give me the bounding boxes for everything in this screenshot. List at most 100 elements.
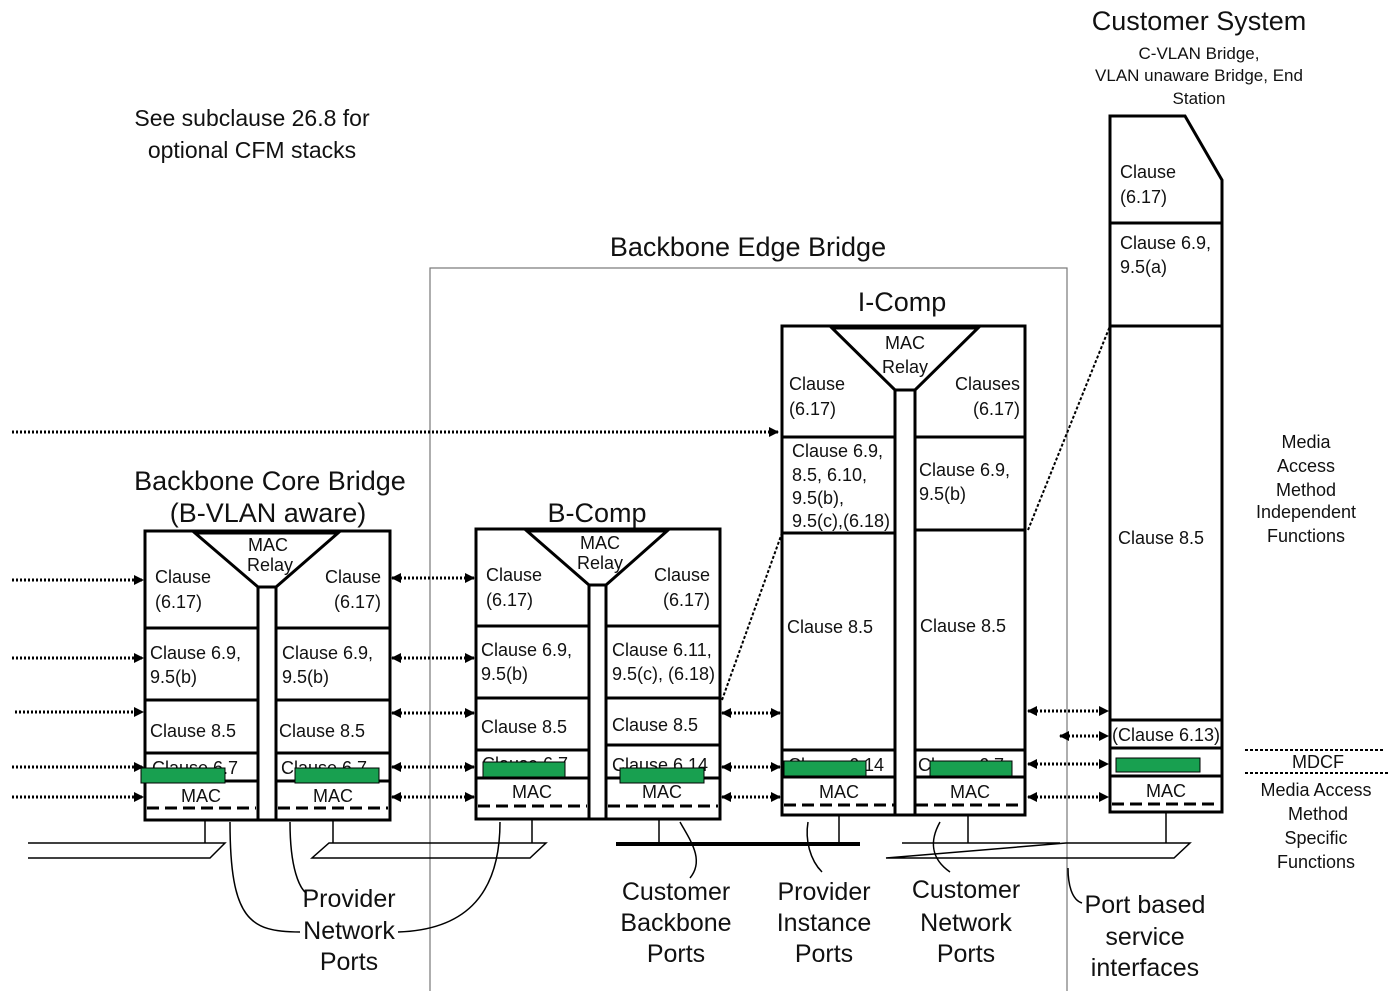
bcomp-left-clause-69-1: Clause 6.9, — [481, 640, 572, 660]
bcb-right-clause-617-1: Clause — [325, 567, 381, 587]
mams-line-3: Specific — [1284, 828, 1347, 848]
b-comp-stack: MAC Relay Clause (6.17) Clause 6.9, 9.5(… — [474, 527, 722, 843]
customer-system-title: Customer System — [1092, 6, 1307, 36]
customer-system-sub-2: VLAN unaware Bridge, End — [1095, 66, 1303, 85]
i-comp-stack: MAC Relay Clause (6.17) Clause 6.9, 8.5,… — [780, 324, 1027, 843]
bcomp-left-mac: MAC — [512, 782, 552, 802]
i-comp-title: I-Comp — [858, 287, 947, 317]
customer-backbone-ports-2: Backbone — [620, 909, 731, 937]
cs-clause-613: (Clause 6.13) — [1112, 725, 1220, 745]
bcb-left-clause-69-1: Clause 6.9, — [150, 643, 241, 663]
bcomp-left-shim — [482, 761, 566, 778]
bcomp-right-clause-85: Clause 8.5 — [612, 715, 698, 735]
customer-network-ports-3: Ports — [937, 940, 995, 968]
mams-line-1: Media Access — [1260, 780, 1371, 800]
bcb-right-clause-617-2: (6.17) — [334, 592, 381, 612]
port-based-service-1: Port based — [1085, 891, 1206, 919]
customer-system-sub-3: Station — [1173, 89, 1226, 108]
backbone-edge-bridge-title: Backbone Edge Bridge — [610, 232, 886, 262]
lan-segments — [28, 842, 1192, 859]
icomp-clause-long-3: 9.5(b), — [792, 488, 844, 508]
cs-clause-85: Clause 8.5 — [1118, 528, 1204, 548]
customer-network-ports-1: Customer — [912, 876, 1020, 904]
backbone-core-bridge-title-2: (B-VLAN aware) — [170, 498, 367, 528]
icomp-clause-long-4: 9.5(c),(6.18) — [792, 511, 890, 531]
mdcf-label: MDCF — [1292, 752, 1344, 772]
bcomp-right-clause-611-1: Clause 6.11, — [612, 640, 712, 660]
cs-clause-617-1: Clause — [1120, 162, 1176, 182]
icomp-mac-relay-1: MAC — [885, 333, 925, 353]
bcb-mac-relay-2: Relay — [247, 555, 293, 575]
bcomp-right-clause-617-1: Clause — [654, 565, 710, 585]
port-based-service-2: service — [1105, 923, 1184, 951]
icomp-left-clause-85: Clause 8.5 — [787, 617, 873, 637]
mami-line-4: Independent — [1256, 502, 1356, 522]
mami-line-1: Media — [1281, 432, 1331, 452]
icomp-right-clauses-617-2: (6.17) — [973, 399, 1020, 419]
port-labels: Provider Network Ports Customer Backbone… — [302, 876, 1205, 982]
bcomp-right-clause-617-2: (6.17) — [663, 590, 710, 610]
cs-clause-617-2: (6.17) — [1120, 187, 1167, 207]
note-line-2: optional CFM stacks — [148, 137, 356, 163]
icomp-right-clauses-617-1: Clauses — [955, 374, 1020, 394]
customer-backbone-ports-3: Ports — [647, 940, 705, 968]
mami-line-3: Method — [1276, 480, 1336, 500]
mams-line-2: Method — [1288, 804, 1348, 824]
bcb-right-shim — [294, 767, 380, 784]
bcb-left-clause-617-1: Clause — [155, 567, 211, 587]
icomp-left-mac: MAC — [819, 782, 859, 802]
bcb-right-mac: MAC — [313, 786, 353, 806]
icomp-right-clause-85: Clause 8.5 — [920, 616, 1006, 636]
icomp-clause-long-1: Clause 6.9, — [792, 441, 883, 461]
icomp-clause-long-2: 8.5, 6.10, — [792, 465, 867, 485]
customer-system-sub-1: C-VLAN Bridge, — [1139, 44, 1260, 63]
bcomp-right-mac: MAC — [642, 782, 682, 802]
bcb-left-clause-85: Clause 8.5 — [150, 721, 236, 741]
icomp-right-clause-69-2: 9.5(b) — [919, 484, 966, 504]
provider-instance-ports-3: Ports — [795, 940, 853, 968]
provider-network-ports-2: Network — [303, 917, 395, 945]
bcb-left-shim — [140, 767, 226, 784]
backbone-core-bridge-title-1: Backbone Core Bridge — [134, 466, 406, 496]
bcomp-left-clause-69-2: 9.5(b) — [481, 664, 528, 684]
icomp-right-mac: MAC — [950, 782, 990, 802]
customer-system-stack: Clause (6.17) Clause 6.9, 9.5(a) Clause … — [1108, 114, 1224, 843]
bcb-right-clause-69-2: 9.5(b) — [282, 667, 329, 687]
bcomp-right-clause-611-2: 9.5(c), (6.18) — [612, 664, 715, 684]
bcomp-left-clause-617-2: (6.17) — [486, 590, 533, 610]
leader-curves — [229, 821, 1083, 933]
icomp-left-shim — [783, 760, 867, 777]
backbone-edge-bridge-frame — [429, 267, 1068, 991]
mami-line-2: Access — [1277, 456, 1335, 476]
icomp-right-clause-69-1: Clause 6.9, — [919, 460, 1010, 480]
dotted-arrows — [12, 325, 1388, 802]
bcomp-mac-relay-1: MAC — [580, 533, 620, 553]
cs-clause-69-1: Clause 6.9, — [1120, 233, 1211, 253]
bcb-left-clause-617-2: (6.17) — [155, 592, 202, 612]
cs-clause-69-2: 9.5(a) — [1120, 257, 1167, 277]
backbone-core-bridge-stack: MAC Relay Clause (6.17) Clause 6.9, 9.5(… — [140, 529, 392, 843]
customer-network-ports-2: Network — [920, 909, 1012, 937]
b-comp-title: B-Comp — [547, 498, 646, 528]
icomp-left-clause-617-2: (6.17) — [789, 399, 836, 419]
provider-network-ports-3: Ports — [320, 948, 378, 976]
bcb-left-mac: MAC — [181, 786, 221, 806]
note-line-1: See subclause 26.8 for — [134, 105, 370, 131]
cs-shim — [1115, 757, 1201, 773]
icomp-right-shim — [929, 760, 1013, 777]
mami-line-5: Functions — [1267, 526, 1345, 546]
bcomp-right-shim — [619, 767, 705, 784]
customer-backbone-ports-1: Customer — [622, 878, 730, 906]
provider-instance-ports-2: Instance — [777, 909, 872, 937]
icomp-mac-relay-2: Relay — [882, 357, 928, 377]
cs-mac: MAC — [1146, 781, 1186, 801]
bcb-left-clause-69-2: 9.5(b) — [150, 667, 197, 687]
provider-instance-ports-1: Provider — [777, 878, 870, 906]
icomp-left-clause-617-1: Clause — [789, 374, 845, 394]
port-based-service-3: interfaces — [1091, 954, 1199, 982]
right-side-labels: Media Access Method Independent Function… — [1256, 432, 1372, 872]
bcb-mac-relay-1: MAC — [248, 535, 288, 555]
mams-line-4: Functions — [1277, 852, 1355, 872]
bcb-right-clause-85: Clause 8.5 — [279, 721, 365, 741]
